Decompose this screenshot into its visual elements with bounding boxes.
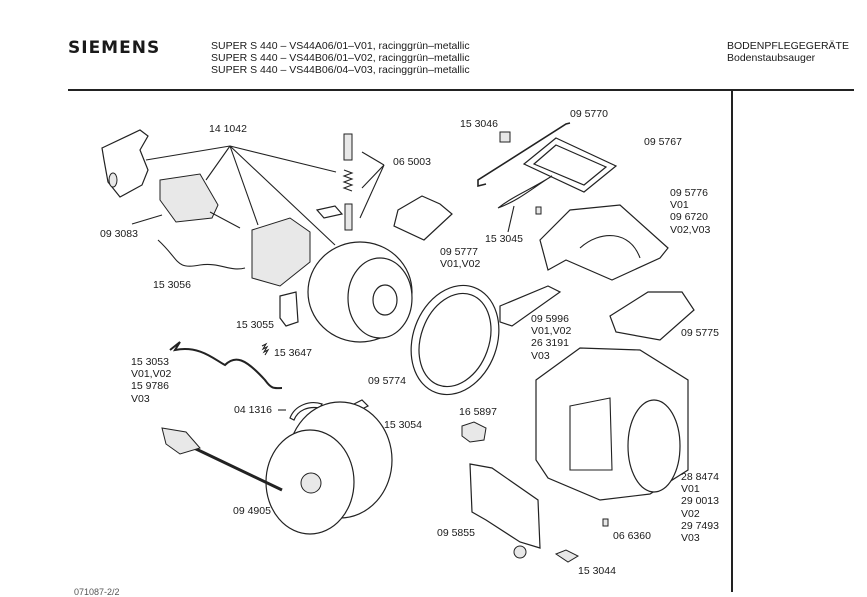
- part-label: 09 5996 V01,V02 26 3191 V03: [531, 313, 572, 362]
- leader-lines: [131, 145, 515, 418]
- part-label: 16 5897: [459, 406, 497, 418]
- part-label: 15 3044: [578, 565, 616, 577]
- part-spring: [261, 342, 270, 356]
- part-screw-bottom: [602, 518, 609, 527]
- header-divider: [68, 89, 854, 91]
- part-label: 14 1042: [209, 123, 247, 135]
- part-label: 15 3046: [460, 118, 498, 130]
- part-label: 15 3054: [384, 419, 422, 431]
- part-label: 15 3045: [485, 233, 523, 245]
- category-title: BODENPFLEGEGERÄTE: [727, 40, 849, 52]
- part-label: 09 3083: [100, 228, 138, 240]
- part-cable-reel: [161, 401, 393, 535]
- part-screw-top: [535, 206, 542, 215]
- part-cover-left: [101, 129, 149, 198]
- part-armature: [159, 173, 241, 229]
- part-filter-frame: [522, 137, 618, 193]
- part-label: 09 5775: [681, 327, 719, 339]
- part-motor-drum: [307, 241, 413, 343]
- part-label: 15 3053 V01,V02 15 9786 V03: [131, 356, 172, 405]
- part-label: 28 8474 V01 29 0013 V02 29 7493 V03: [681, 471, 719, 545]
- part-switch: [499, 131, 511, 143]
- part-brushes: [315, 133, 354, 231]
- part-label: 09 5855: [437, 527, 475, 539]
- part-label: 09 5767: [644, 136, 682, 148]
- part-label: 15 3056: [153, 279, 191, 291]
- part-cable-harness: [157, 239, 246, 270]
- part-pad: [554, 549, 580, 563]
- part-ring-seal: [410, 284, 500, 396]
- part-label: 04 1316: [234, 404, 272, 416]
- category-block: BODENPFLEGEGERÄTE Bodenstaubsauger: [727, 40, 849, 64]
- part-label: 15 3055: [236, 319, 274, 331]
- model-list: SUPER S 440 – VS44A06/01–V01, racinggrün…: [211, 40, 470, 77]
- part-button: [461, 421, 487, 443]
- part-label: 09 5774: [368, 375, 406, 387]
- part-field-coil: [251, 217, 311, 287]
- part-label: 09 5770: [570, 108, 608, 120]
- model-line: SUPER S 440 – VS44B06/01–V02, racinggrün…: [211, 52, 470, 65]
- side-divider: [731, 91, 733, 592]
- part-rod: [477, 122, 571, 188]
- category-subtitle: Bodenstaubsauger: [727, 52, 816, 65]
- part-filter-holder: [539, 204, 669, 281]
- part-label: 09 5776 V01 09 6720 V02,V03: [670, 187, 711, 236]
- model-line: SUPER S 440 – VS44A06/01–V01, racinggrün…: [211, 40, 470, 52]
- part-label: 09 4905: [233, 505, 271, 517]
- part-label: 06 5003: [393, 156, 431, 168]
- part-cover-right: [609, 291, 695, 341]
- part-cord: [497, 175, 553, 209]
- part-label: 15 3647: [274, 347, 312, 359]
- document-reference: 071087-2/2: [74, 587, 120, 597]
- part-label: 06 6360: [613, 530, 651, 542]
- part-label: 09 5777 V01,V02: [440, 246, 481, 271]
- part-circuit-board: [469, 463, 541, 559]
- part-wire: [169, 341, 283, 390]
- part-seal-plate: [393, 195, 453, 241]
- brand-logo: SIEMENS: [68, 38, 161, 58]
- part-clip: [279, 291, 299, 327]
- part-slider: [499, 285, 562, 327]
- part-housing: [535, 347, 689, 501]
- model-line: SUPER S 440 – VS44B06/04–V03, racinggrün…: [211, 64, 470, 77]
